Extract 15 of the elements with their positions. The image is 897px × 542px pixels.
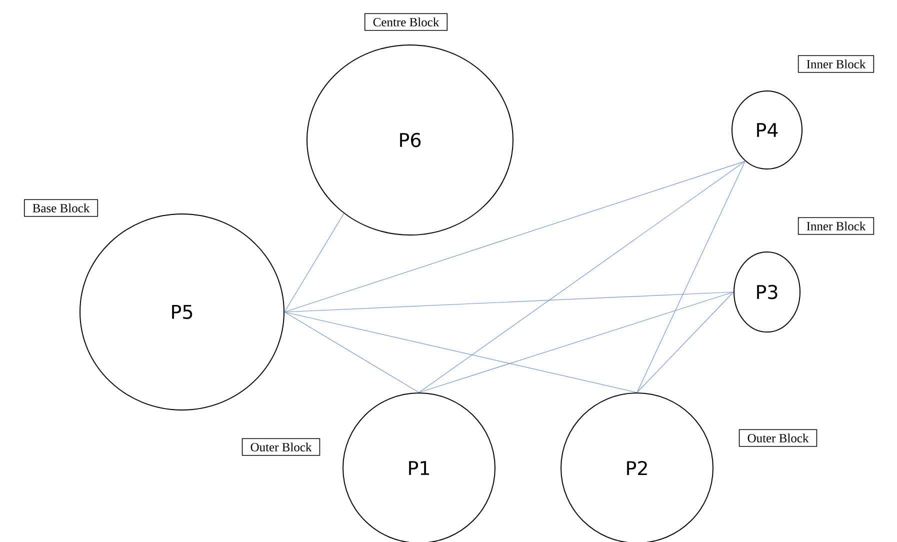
label-box: Centre Block [364,13,448,31]
label-box: Inner Block [798,217,874,235]
connector-line [284,312,420,393]
label-box: Inner Block [798,55,874,73]
connector-line [284,312,638,393]
connector-line [284,213,344,312]
connector-line [284,160,746,312]
connector-line [284,292,734,312]
connector-line [636,160,746,393]
label-box: Base Block [24,199,98,217]
connector-line [636,292,734,393]
connector-line [418,292,734,393]
label-box: Outer Block [738,429,818,447]
connector-line [418,160,746,393]
label-box: Outer Block [242,438,320,456]
